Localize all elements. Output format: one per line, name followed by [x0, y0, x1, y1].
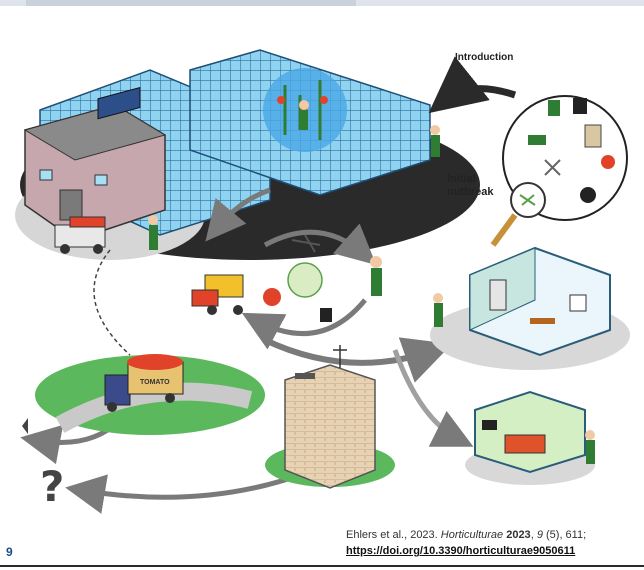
arrow-greenhouse-to-forklift	[205, 187, 271, 242]
soil-bag-icon	[584, 124, 602, 148]
farmer-cycle	[370, 256, 382, 296]
building-window-2	[94, 174, 108, 186]
question-mark: ?	[40, 462, 65, 511]
apartment-building	[265, 345, 395, 489]
gloves-icon	[548, 100, 560, 116]
introduction-sources	[490, 95, 628, 247]
citation-volume: 9	[536, 529, 543, 541]
rooftop-units	[295, 373, 315, 379]
initial-outbreak-label: Initial outbreak	[447, 173, 493, 199]
tomato-fruit-icon	[601, 155, 615, 169]
truck-tomato-load	[127, 354, 183, 370]
antenna	[333, 345, 347, 368]
introduction-arrow	[428, 56, 517, 114]
tomato-icon-cycle	[263, 288, 281, 306]
footer-divider	[0, 565, 644, 567]
television	[482, 420, 497, 430]
seed-tray-icon	[528, 135, 546, 145]
cycle-arrow-top	[263, 223, 377, 265]
citation: Ehlers et al., 2023. Horticulturae 2023,…	[346, 529, 587, 557]
slide-top-bar	[0, 0, 644, 6]
dashed-route	[93, 249, 131, 356]
magnifier-handle	[490, 213, 518, 247]
tool-cycle	[191, 223, 382, 350]
farmer-left	[148, 215, 158, 250]
cycle-arrow-bottom	[241, 298, 367, 350]
truck-sign: TOMATO	[140, 379, 170, 386]
pathogen-icon	[519, 194, 536, 206]
solar-panel	[97, 86, 141, 120]
building	[23, 86, 167, 241]
pathogen-culture	[287, 262, 323, 298]
delivery-truck	[54, 216, 106, 254]
tomato-truck-scene: TOMATO	[35, 354, 265, 435]
citation-doi-link[interactable]: https://doi.org/10.3390/horticulturae905…	[346, 545, 576, 557]
slide-top-bar-accent	[26, 0, 356, 6]
building-window-1	[39, 169, 53, 181]
introduction-label: Introduction	[455, 52, 514, 63]
initial-outbreak-line1: Initial	[447, 173, 476, 185]
page-number: 9	[6, 545, 13, 559]
farmer-greenhouse	[299, 100, 309, 130]
citation-issue-pages: (5), 611;	[546, 529, 587, 541]
boots-icon	[573, 98, 587, 114]
arrow-to-kitchen	[263, 337, 452, 383]
arrow-apartment-to-question	[65, 472, 301, 514]
citation-year: 2023	[506, 529, 531, 541]
citation-journal: Horticulturae	[440, 529, 504, 541]
arrow-to-bedroom	[392, 349, 474, 447]
fridge	[489, 279, 507, 311]
citation-authors: Ehlers et al., 2023.	[346, 529, 441, 541]
farmer-bedroom	[585, 430, 595, 464]
forklift	[191, 274, 244, 315]
loading-door	[59, 189, 83, 221]
shears-icon	[291, 234, 321, 253]
initial-outbreak-line2: outbreak	[447, 186, 494, 198]
boots-icon-cycle	[320, 308, 332, 322]
dining-table	[530, 318, 555, 324]
bedroom	[465, 390, 595, 485]
washing-machine	[569, 294, 587, 312]
pruning-shears-icon	[544, 159, 561, 176]
left-edge-arrow-tip	[22, 418, 28, 434]
kitchen-room	[430, 246, 630, 370]
farmer-outbreak	[430, 125, 440, 157]
bed	[504, 434, 546, 454]
greenhouse-complex	[15, 49, 480, 260]
potted-plant-icon	[580, 187, 596, 203]
farmer-kitchen	[433, 293, 443, 327]
truck-cab	[104, 374, 131, 406]
